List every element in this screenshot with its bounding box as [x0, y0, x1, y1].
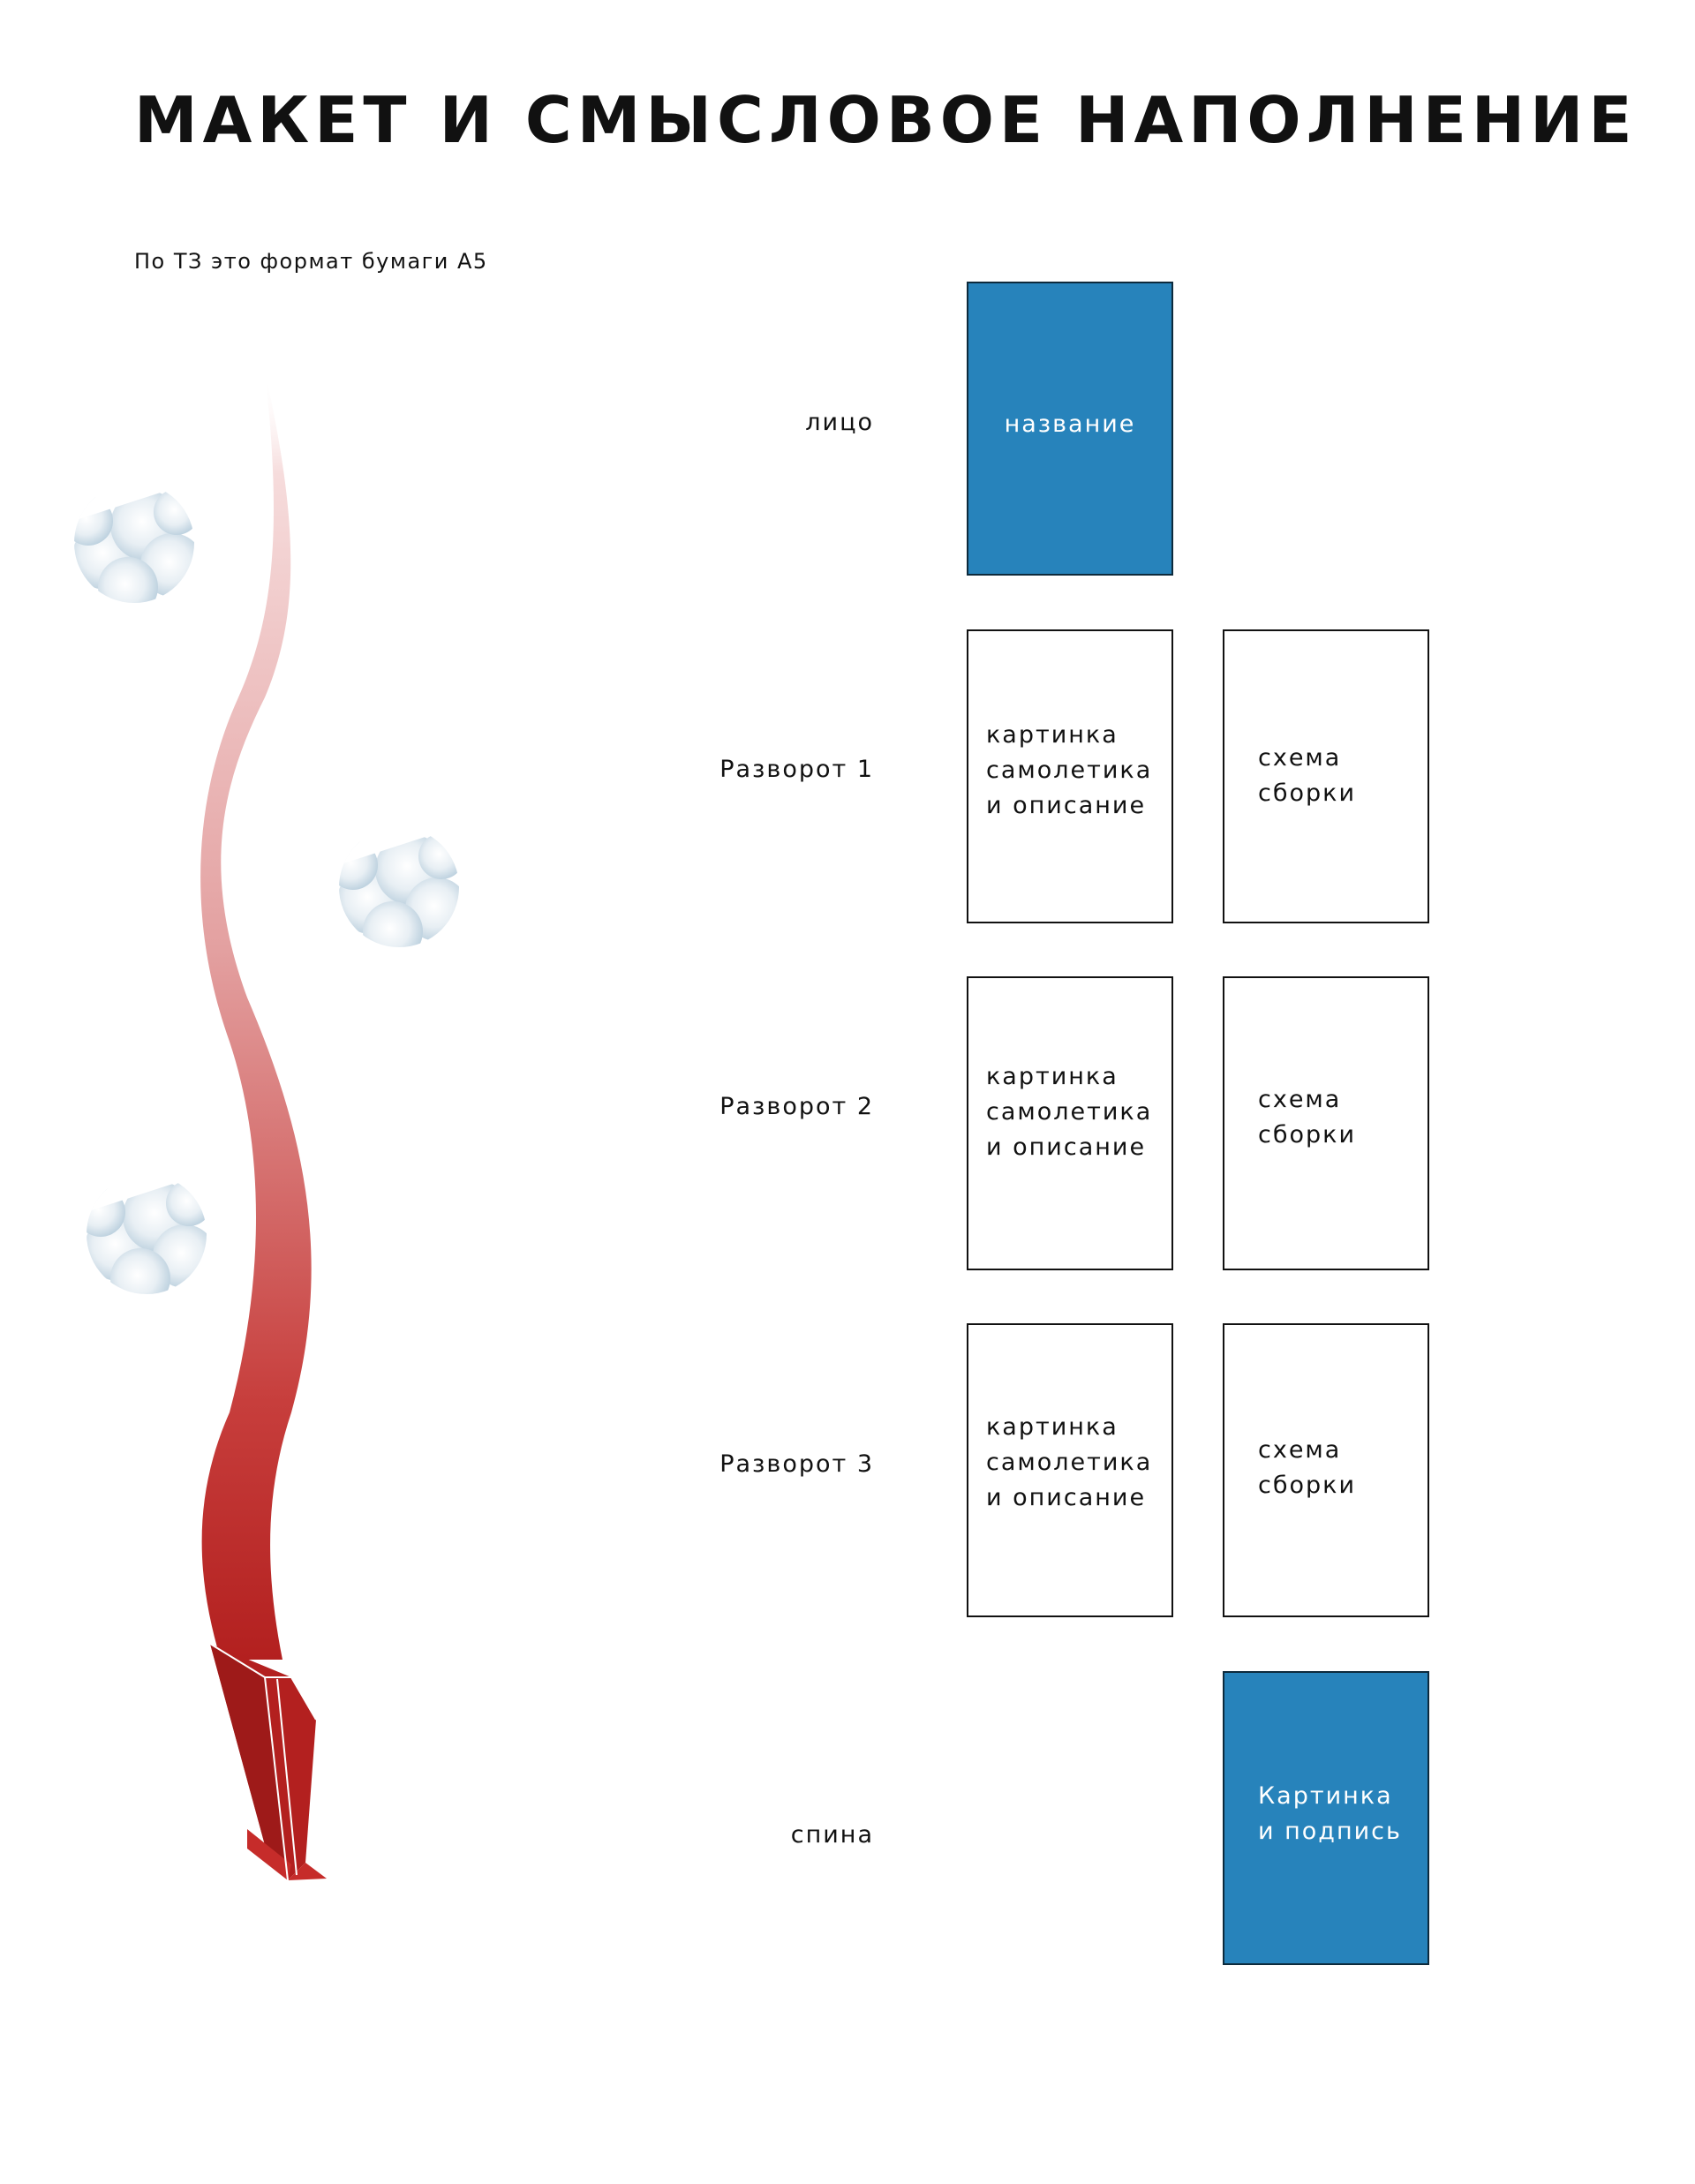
page-cover: название [967, 282, 1173, 576]
cloud-icon [74, 483, 194, 603]
row-label-spread-1: Разворот 1 [719, 756, 874, 783]
page-spread-3-right: схема сборки [1223, 1323, 1429, 1617]
page-back: Картинка и подпись [1223, 1671, 1429, 1965]
page-title: МАКЕТ И СМЫСЛОВОЕ НАПОЛНЕНИЕ [134, 83, 1638, 157]
page-spread-3-right-text: схема сборки [1258, 1436, 1357, 1499]
page-spread-1-left-text: картинка самолетика и описание [986, 721, 1153, 819]
page-spread-3-left-text: картинка самолетика и описание [986, 1413, 1153, 1511]
paper-plane-illustration [74, 371, 459, 1881]
page-spread-1-right: схема сборки [1223, 629, 1429, 923]
row-label-back: спина [790, 1821, 874, 1849]
page-cover-text: название [1004, 410, 1136, 438]
page-subtitle: По ТЗ это формат бумаги А5 [134, 249, 488, 274]
page-back-text: Картинка и подпись [1258, 1782, 1402, 1845]
row-label-spread-3: Разворот 3 [719, 1450, 874, 1478]
page-spread-1-right-text: схема сборки [1258, 744, 1357, 807]
cloud-icon [339, 827, 459, 947]
page-spread-2-left-text: картинка самолетика и описание [986, 1063, 1153, 1161]
page-spread-1-left: картинка самолетика и описание [967, 629, 1173, 923]
trail-path [200, 371, 312, 1660]
row-label-spread-2: Разворот 2 [719, 1093, 874, 1120]
paper-plane-icon [209, 1643, 327, 1881]
page-spread-2-right-text: схема сборки [1258, 1086, 1357, 1148]
cloud-icon [87, 1174, 207, 1294]
row-label-face: лицо [805, 409, 874, 436]
page-spread-3-left: картинка самолетика и описание [967, 1323, 1173, 1617]
page-spread-2-right: схема сборки [1223, 976, 1429, 1270]
page-spread-2-left: картинка самолетика и описание [967, 976, 1173, 1270]
